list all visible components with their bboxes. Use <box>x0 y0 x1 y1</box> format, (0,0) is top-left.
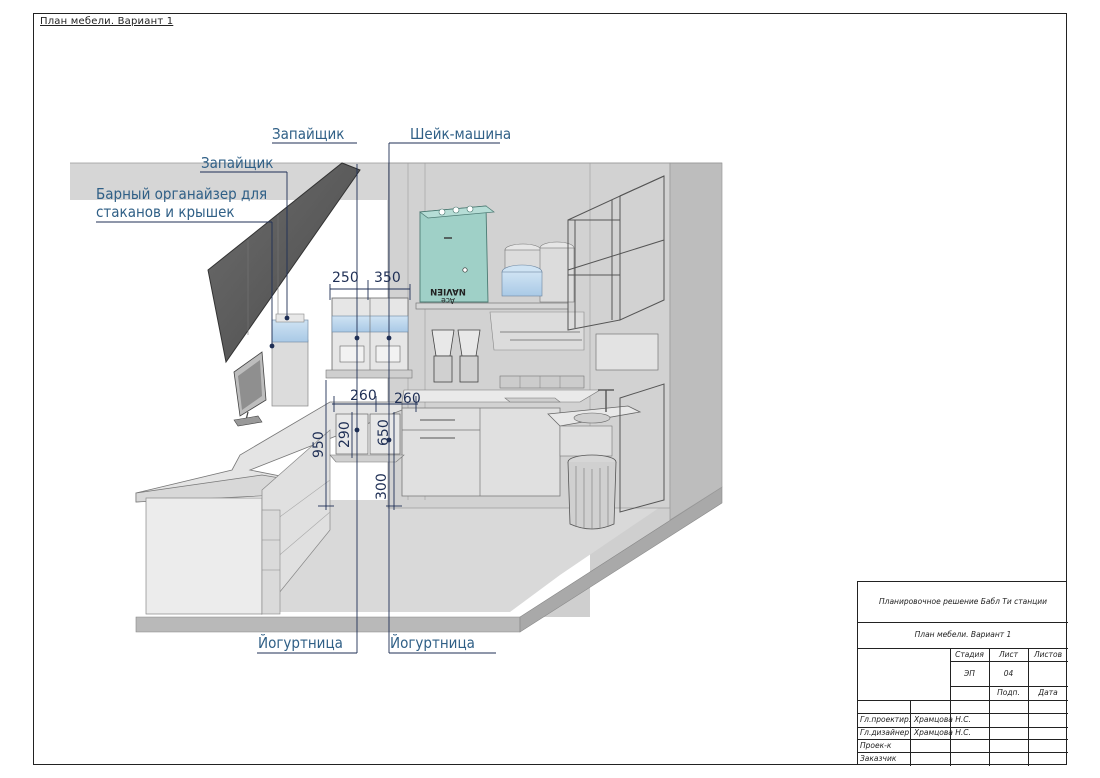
sealer-machines <box>325 297 413 379</box>
stamp-stage-value: ЭП <box>964 669 975 678</box>
upper-shelf <box>415 302 585 351</box>
dim-650: 650 <box>376 419 392 446</box>
trash-bin <box>567 454 617 530</box>
stamp-person: Храмцова Н.С. <box>914 715 971 724</box>
stamp-sheets-label: Листов <box>1033 650 1062 659</box>
stamp-sheet-value: 04 <box>1003 669 1014 678</box>
stamp-stage-label: Стадия <box>955 650 984 659</box>
center-cabinet <box>401 375 602 497</box>
dim-260-b: 260 <box>394 391 421 407</box>
right-shelving <box>567 175 665 331</box>
dim-260-a: 260 <box>350 388 377 404</box>
callout-yogurt-left: Йогуртница <box>258 633 343 652</box>
callout-sealer-left: Запайщик <box>201 154 273 172</box>
dim-290: 290 <box>337 421 353 448</box>
callout-sealer-top: Запайщик <box>272 125 344 143</box>
stamp-sign-label: Подп. <box>997 688 1020 697</box>
callout-bar-organizer-line2: стаканов и крышек <box>96 203 235 221</box>
stamp-role: Проек-к <box>860 741 892 750</box>
stamp-role: Гл.дизайнер <box>860 728 910 737</box>
callout-bar-organizer-line1: Барный органайзер для <box>96 185 267 203</box>
title-block: Планировочное решение Бабл Ти станции Пл… <box>857 581 1068 766</box>
sheet-frame <box>33 13 1067 765</box>
dim-250: 250 <box>332 270 359 286</box>
stamp-sheet-name: План мебели. Вариант 1 <box>914 630 1012 639</box>
container-stack <box>501 241 575 303</box>
sheet-title: План мебели. Вариант 1 <box>40 16 174 27</box>
stamp-role: Гл.проектир. <box>860 715 912 724</box>
pos-monitor <box>233 351 267 427</box>
boiler-brand-label: NAVIEN <box>430 286 466 296</box>
water-boiler: NAVIEN Ace <box>419 205 495 305</box>
front-counter <box>135 401 403 615</box>
callout-shake-machine: Шейк-машина <box>410 125 511 143</box>
dimension-dots <box>269 315 392 443</box>
menu-screen <box>207 162 361 364</box>
back-cabinet-column <box>271 313 309 407</box>
stamp-person: Храмцова Н.С. <box>914 728 971 737</box>
dim-350: 350 <box>374 270 401 286</box>
sink-unit <box>547 333 665 513</box>
stamp-project-title: Планировочное решение Бабл Ти станции <box>879 597 1047 606</box>
stamp-role: Заказчик <box>860 754 897 763</box>
blenders <box>431 329 481 383</box>
dim-950: 950 <box>311 431 327 458</box>
yogurt-makers <box>329 413 405 463</box>
stamp-sheet-label: Лист <box>998 650 1018 659</box>
stamp-date-label: Дата <box>1038 688 1058 697</box>
callout-yogurt-right: Йогуртница <box>390 633 475 652</box>
dimension-lines <box>96 142 500 654</box>
boiler-model-label: Ace <box>441 296 455 305</box>
dim-300: 300 <box>374 473 390 500</box>
